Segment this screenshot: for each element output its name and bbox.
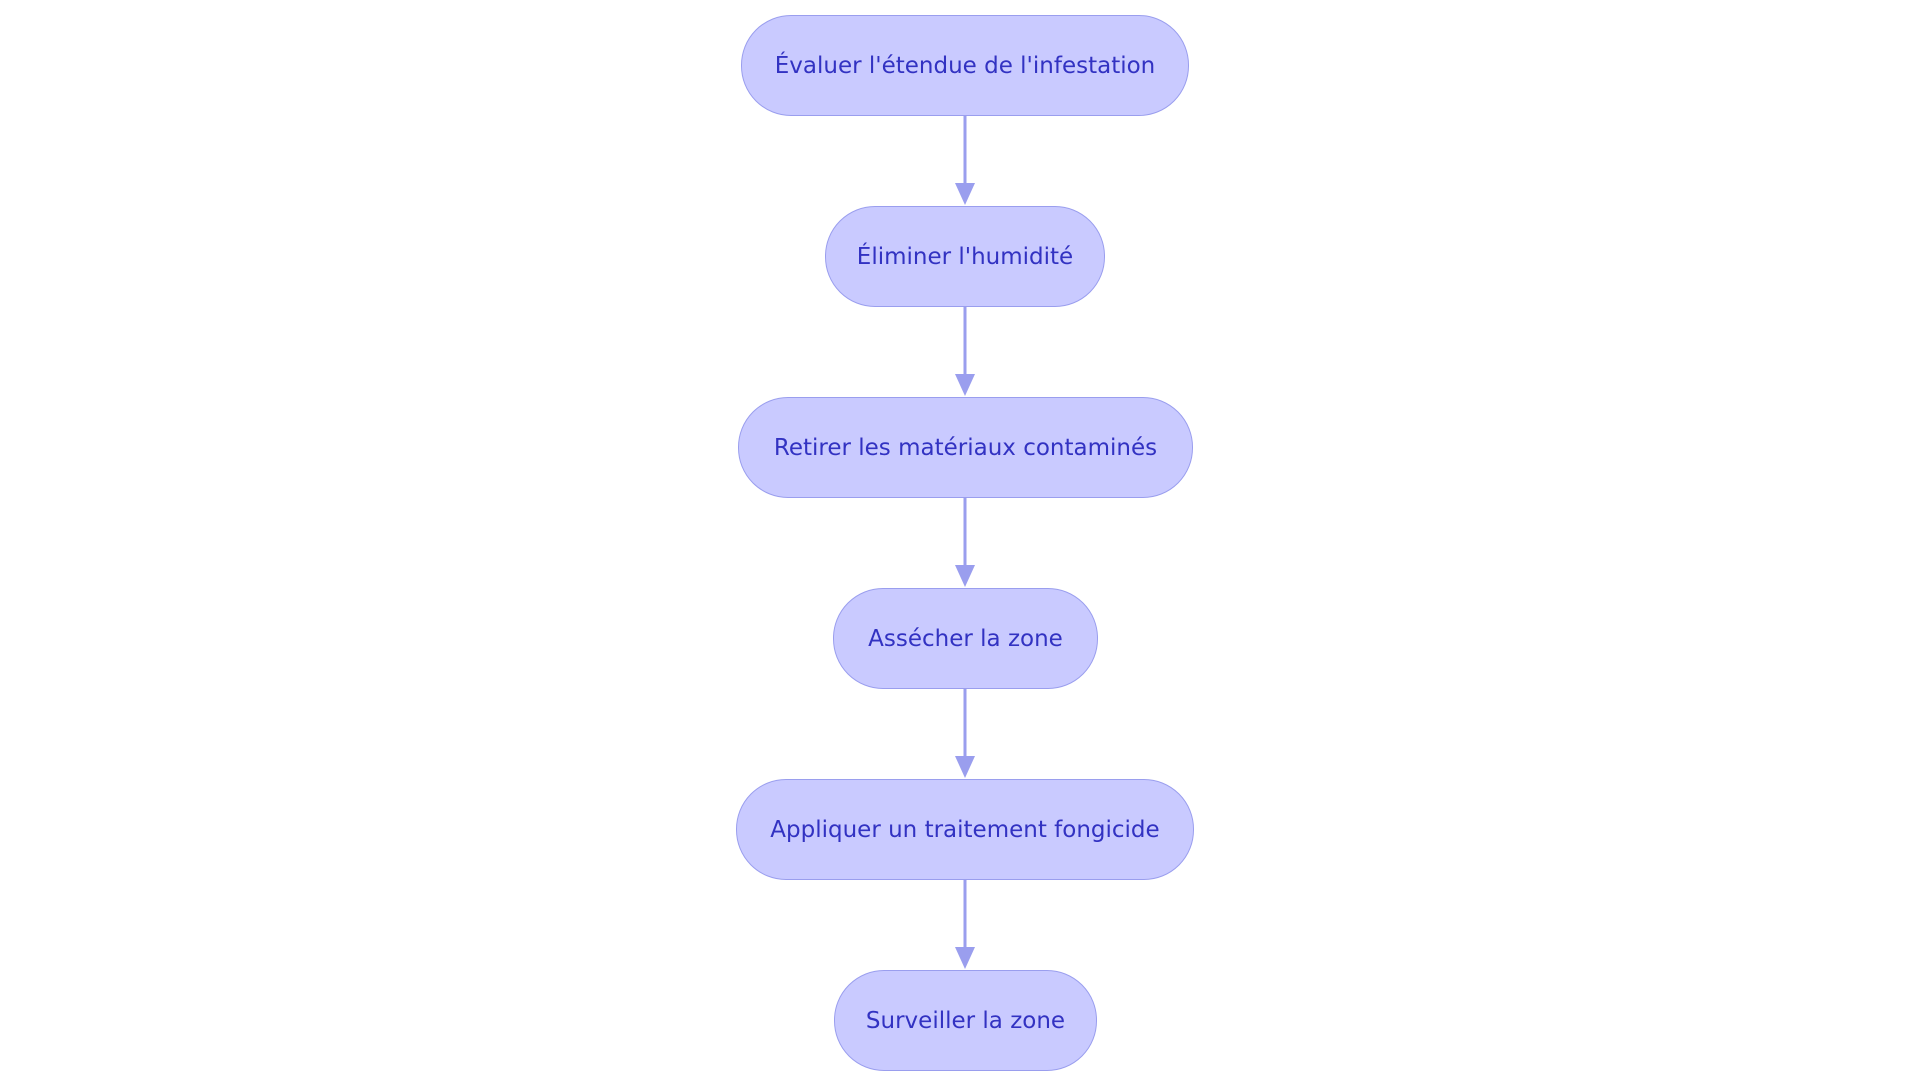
arrowhead-1: [955, 183, 975, 205]
node-remove-humidity: Éliminer l'humidité: [825, 206, 1105, 307]
node-remove-contaminated-materials: Retirer les matériaux contaminés: [738, 397, 1193, 498]
arrowhead-5: [955, 947, 975, 969]
node-monitor-area: Surveiller la zone: [834, 970, 1097, 1071]
node-label: Éliminer l'humidité: [856, 243, 1074, 270]
node-label: Assécher la zone: [868, 625, 1063, 652]
connector-3: [955, 498, 975, 587]
node-label: Appliquer un traitement fongicide: [770, 816, 1160, 843]
node-label: Évaluer l'étendue de l'infestation: [774, 52, 1156, 79]
connector-5: [955, 880, 975, 969]
node-label: Retirer les matériaux contaminés: [773, 434, 1158, 461]
node-label: Surveiller la zone: [865, 1007, 1066, 1034]
node-apply-fungicide: Appliquer un traitement fongicide: [736, 779, 1194, 880]
node-dry-area: Assécher la zone: [833, 588, 1098, 689]
connector-4: [955, 689, 975, 778]
node-evaluate-infestation: Évaluer l'étendue de l'infestation: [741, 15, 1189, 116]
arrowhead-2: [955, 374, 975, 396]
arrowhead-4: [955, 756, 975, 778]
connector-2: [955, 307, 975, 396]
arrowhead-3: [955, 565, 975, 587]
connector-1: [955, 116, 975, 205]
